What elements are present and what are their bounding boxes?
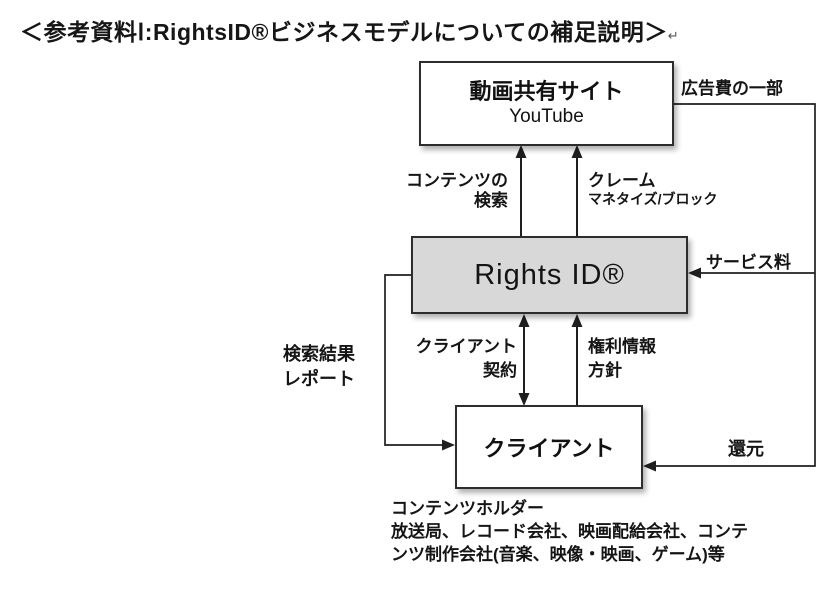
label-service-fee: サービス料 xyxy=(706,253,791,272)
video-site-title: 動画共有サイト xyxy=(469,78,624,104)
connector-client-contract xyxy=(518,314,530,406)
label-client-contract-line2: 契約 xyxy=(483,361,517,380)
video-site-subtitle: YouTube xyxy=(509,105,584,127)
label-content-holder: コンテンツホルダー 放送局、レコード会社、映画配給会社、コンテ ンツ制作会社(音… xyxy=(391,497,748,566)
paragraph-return-mark: ↵ xyxy=(667,28,680,43)
page-title-text: ＜参考資料Ⅰ:RightsID®ビジネスモデルについての補足説明＞ xyxy=(20,19,668,45)
label-claim-line2: マネタイズ/ブロック xyxy=(588,191,718,207)
connector-content-search xyxy=(515,145,527,236)
label-rights-policy-line1: 権利情報 xyxy=(588,337,656,356)
label-content-holder-line1: コンテンツホルダー xyxy=(391,499,544,518)
label-claim: クレーム マネタイズ/ブロック xyxy=(588,171,717,208)
label-search-report-line1: 検索結果 xyxy=(283,344,355,364)
label-rights-policy: 権利情報 方針 xyxy=(588,335,656,383)
page-title: ＜参考資料Ⅰ:RightsID®ビジネスモデルについての補足説明＞↵ xyxy=(20,13,679,47)
label-claim-line1: クレーム xyxy=(588,171,656,190)
node-client: クライアント xyxy=(455,405,643,489)
label-content-search: コンテンツの 検索 xyxy=(380,171,508,211)
label-search-report: 検索結果 レポート xyxy=(283,342,355,392)
label-rights-policy-line2: 方針 xyxy=(588,361,622,380)
label-content-holder-line2: 放送局、レコード会社、映画配給会社、コンテ xyxy=(391,522,748,541)
label-client-contract: クライアント 契約 xyxy=(407,335,517,383)
label-client-contract-line1: クライアント xyxy=(415,337,517,356)
label-ad-fee: 広告費の一部 xyxy=(681,79,783,98)
client-label: クライアント xyxy=(483,436,615,461)
label-content-search-line1: コンテンツの xyxy=(406,171,508,190)
rights-id-label: Rights ID® xyxy=(474,258,625,291)
label-search-report-line2: レポート xyxy=(283,369,355,389)
label-content-holder-line3: ンツ制作会社(音楽、映像・映画、ゲーム)等 xyxy=(391,545,725,564)
label-content-search-line2: 検索 xyxy=(474,191,508,210)
connector-rights-policy xyxy=(571,314,583,405)
connector-claim xyxy=(571,145,583,236)
node-rights-id: Rights ID® xyxy=(411,236,688,314)
label-return: 還元 xyxy=(728,439,764,459)
node-video-sharing-site: 動画共有サイト YouTube xyxy=(419,61,674,146)
